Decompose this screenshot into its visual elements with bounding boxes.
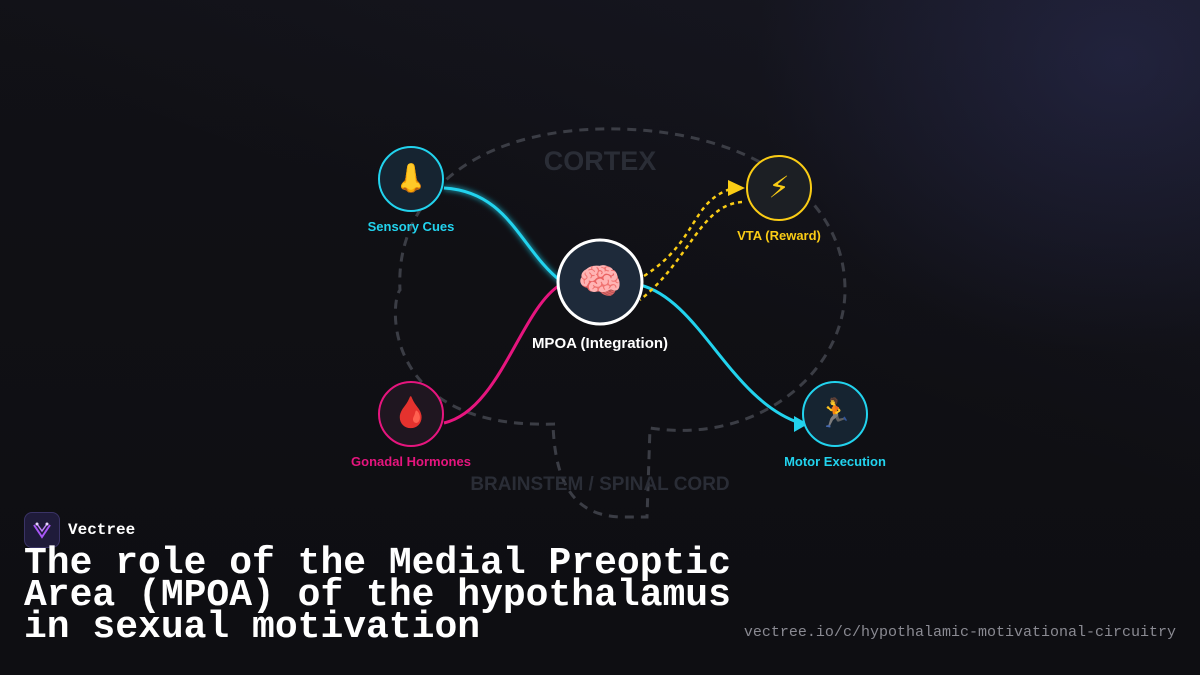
cortex-label: CORTEX [544, 146, 657, 176]
motor-execution-circle [802, 381, 868, 447]
blood-drop-icon: 🩸 [392, 395, 429, 431]
sensory-cues-node[interactable]: 👃 Sensory Cues [368, 146, 455, 234]
vta-circle [746, 155, 812, 221]
gonadal-hormones-circle [378, 381, 444, 447]
mpoa-circle [556, 238, 644, 326]
vta-to-mpoa-dashed-connection [639, 200, 743, 301]
motor-arrowhead [794, 416, 808, 432]
motor-execution-node[interactable]: 🏃 Motor Execution [784, 381, 886, 469]
sensory-to-mpoa-connection [443, 186, 563, 284]
nose-icon: 👃 [394, 162, 429, 195]
motor-execution-label: Motor Execution [784, 454, 886, 469]
mpoa-to-vta-dashed-connection [643, 186, 735, 278]
brand[interactable]: Vectree [24, 512, 135, 548]
sensory-cues-label: Sensory Cues [368, 219, 455, 234]
mpoa-node[interactable]: 🧠 MPOA (Integration) [532, 238, 668, 352]
vta-label: VTA (Reward) [737, 228, 821, 243]
mpoa-to-motor-connection [639, 283, 801, 425]
vectree-logo-icon [24, 512, 60, 548]
gonadal-hormones-label: Gonadal Hormones [351, 454, 471, 469]
vta-arrowhead [728, 180, 745, 196]
brand-name: Vectree [68, 521, 136, 539]
page-title: The role of the Medial Preoptic Area (MP… [24, 542, 731, 649]
running-person-icon: 🏃 [818, 397, 853, 430]
gonadal-hormones-node[interactable]: 🩸 Gonadal Hormones [351, 381, 471, 469]
brainstem-label: BRAINSTEM / SPINAL CORD [470, 474, 729, 495]
vta-node[interactable]: ⚡ VTA (Reward) [737, 155, 821, 243]
hormones-to-mpoa-connection [443, 283, 561, 425]
mpoa-label: MPOA (Integration) [532, 335, 668, 352]
sensory-cues-circle [378, 146, 444, 212]
lightning-icon: ⚡ [768, 171, 789, 206]
source-url[interactable]: vectree.io/c/hypothalamic-motivational-c… [743, 624, 1176, 641]
brain-outline [393, 127, 847, 519]
brain-icon: 🧠 [578, 262, 623, 303]
